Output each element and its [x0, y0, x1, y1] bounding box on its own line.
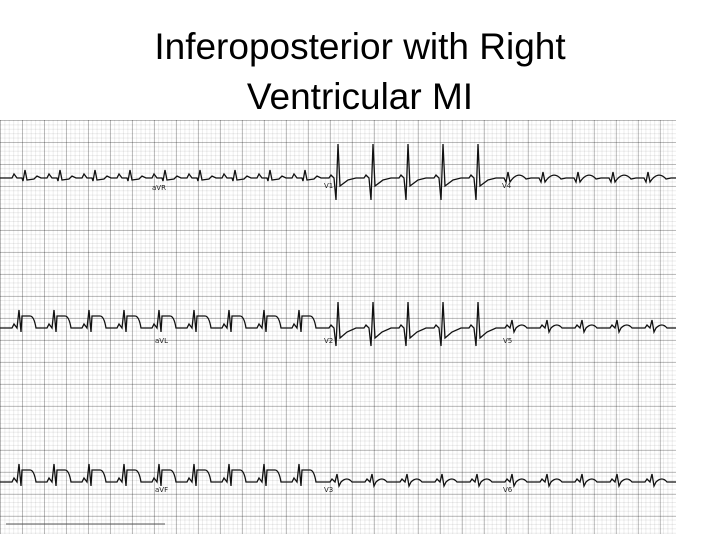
- ecg-trace-row-3: [0, 463, 676, 489]
- ecg-traces: aVR V1 V4 aVL V2 V5 aVF V3 V6: [0, 143, 676, 525]
- lead-label-avf: aVF: [155, 486, 168, 494]
- lead-label-avr: aVR: [152, 184, 166, 192]
- lead-label-avl: aVL: [155, 337, 168, 345]
- lead-label-v4: V4: [502, 182, 512, 190]
- lead-label-v6: V6: [503, 486, 513, 494]
- lead-label-v3: V3: [324, 486, 333, 494]
- slide-title: Inferoposterior with Right Ventricular M…: [0, 22, 720, 122]
- lead-label-v5: V5: [503, 337, 512, 345]
- title-line-1: Inferoposterior with Right: [154, 26, 566, 67]
- ecg-trace-row-1: [0, 143, 676, 201]
- title-line-2: Ventricular MI: [246, 76, 474, 117]
- ecg-strip: aVR V1 V4 aVL V2 V5 aVF V3 V6: [0, 120, 676, 534]
- lead-label-v2: V2: [324, 337, 333, 345]
- lead-label-v1: V1: [324, 182, 333, 190]
- ecg-trace-row-2: [0, 301, 676, 347]
